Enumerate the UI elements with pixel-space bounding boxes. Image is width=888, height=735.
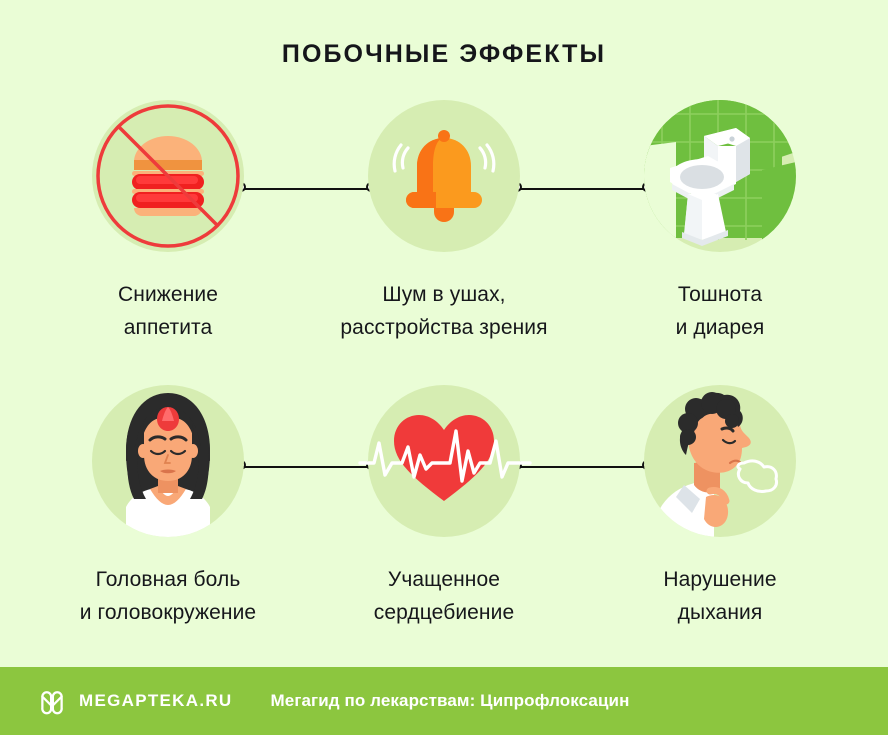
effect-label-line2: сердцебиение: [373, 601, 515, 624]
effects-row-1: Снижение аппетита: [0, 100, 888, 360]
icon-container: [358, 385, 532, 537]
icon-circle-background: [644, 100, 796, 252]
effect-label: Тошнота и диарея: [572, 278, 868, 344]
icon-container: [644, 385, 796, 537]
toilet-icon: [644, 100, 796, 252]
effect-label-line1: Нарушение: [663, 568, 777, 591]
man-breathing-icon: [652, 392, 778, 537]
effect-item-appetite: Снижение аппетита: [20, 100, 316, 360]
icon-container: [644, 100, 796, 252]
effect-item-nausea: Тошнота и диарея: [572, 100, 868, 360]
icon-container: [368, 100, 520, 252]
footer-subtitle: Мегагид по лекарствам: Ципрофлоксацин: [270, 691, 630, 710]
connector-line: [518, 188, 646, 190]
effect-label-line1: Тошнота: [677, 283, 763, 306]
effect-label: Учащенное сердцебиение: [296, 563, 592, 629]
effect-label-line2: аппетита: [123, 316, 213, 339]
effect-label-line2: и диарея: [675, 316, 765, 339]
footer-bar: MEGAPTEKA.RU Мегагид по лекарствам: Ципр…: [0, 667, 888, 735]
icon-container: [92, 385, 244, 537]
bell-ringing-icon: [392, 130, 496, 222]
effect-label: Головная боль и головокружение: [20, 563, 316, 629]
page-title: ПОБОЧНЫЕ ЭФФЕКТЫ: [281, 40, 607, 68]
effects-row-2: Головная боль и головокружение Учащенное…: [0, 385, 888, 645]
megapteka-m-logo-icon: [41, 691, 63, 715]
effect-label: Снижение аппетита: [20, 278, 316, 344]
effect-label-line2: расстройства зрения: [340, 316, 548, 339]
woman-headache-icon: [126, 393, 210, 537]
burger-no-entry-icon: [96, 104, 240, 248]
effect-item-tinnitus: Шум в ушах, расстройства зрения: [296, 100, 592, 360]
effect-label-line2: и головокружение: [79, 601, 257, 624]
effect-label-line1: Шум в ушах,: [382, 283, 506, 306]
connector-line: [242, 188, 370, 190]
effect-label: Нарушение дыхания: [572, 563, 868, 629]
connector-line: [242, 466, 370, 468]
effect-label: Шум в ушах, расстройства зрения: [296, 278, 592, 344]
icon-container: [92, 100, 244, 252]
icon-circle-background: [644, 385, 796, 537]
effect-label-line1: Учащенное: [387, 568, 501, 591]
effect-item-headache: Головная боль и головокружение: [20, 385, 316, 645]
effect-item-breathing: Нарушение дыхания: [572, 385, 868, 645]
effect-label-line1: Снижение: [117, 283, 219, 306]
effect-item-tachycardia: Учащенное сердцебиение: [296, 385, 592, 645]
connector-line: [518, 466, 646, 468]
effect-label-line1: Головная боль: [95, 568, 241, 591]
icon-circle-background: [92, 385, 244, 537]
heart-ecg-icon: [358, 415, 532, 501]
effect-label-line2: дыхания: [677, 601, 763, 624]
footer-brand-name[interactable]: MEGAPTEKA.RU: [79, 691, 233, 710]
